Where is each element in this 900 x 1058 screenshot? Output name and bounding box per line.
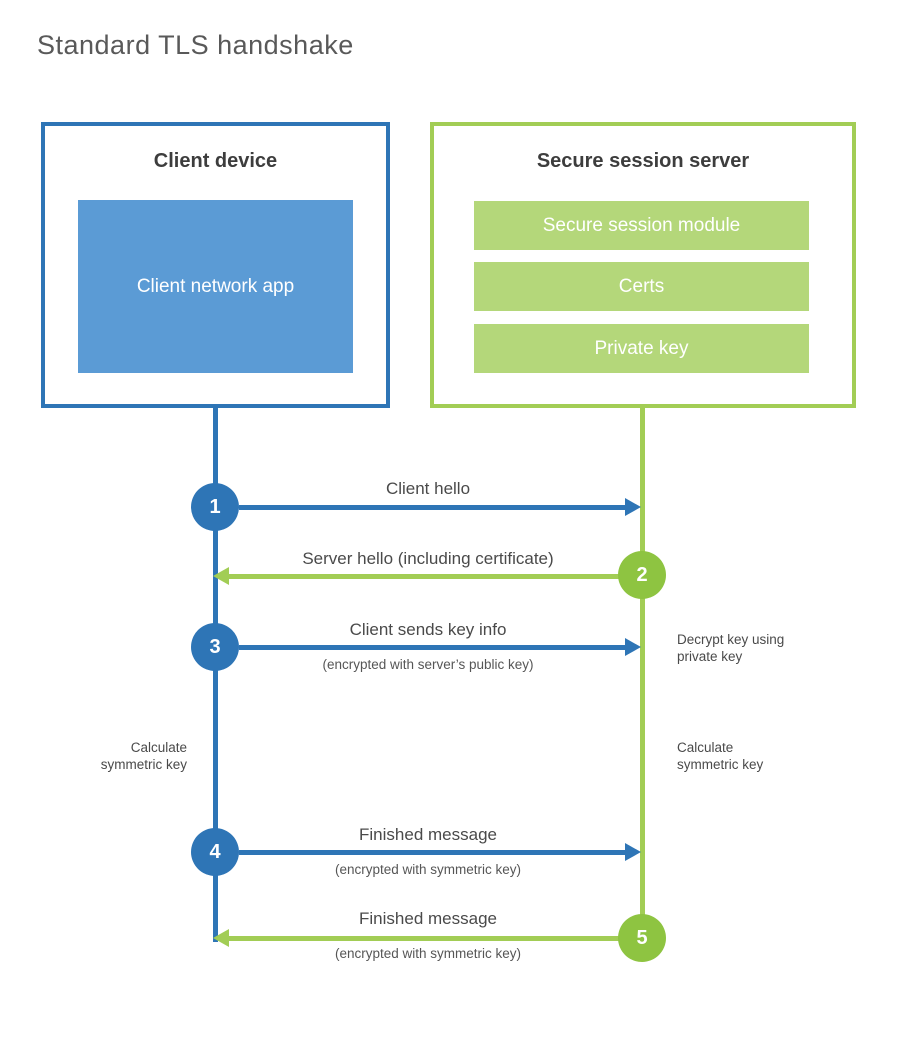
secure-session-server-box: Secure session server Secure session mod…	[430, 122, 856, 408]
server-module-private-key: Private key	[474, 324, 809, 373]
note-calculate-symmetric-key-client: Calculate symmetric key	[100, 740, 187, 773]
step-circle-2: 2	[618, 551, 666, 599]
arrow-head-left-icon	[213, 929, 229, 947]
arrow-line-server-hello	[229, 574, 620, 579]
arrow-line-finished-server	[229, 936, 620, 941]
message-sub-finished-server: (encrypted with symmetric key)	[334, 946, 522, 961]
arrow-head-right-icon	[625, 638, 641, 656]
secure-session-server-heading: Secure session server	[536, 150, 750, 172]
step-circle-3: 3	[191, 623, 239, 671]
note-decrypt-key: Decrypt key using private key	[677, 632, 785, 665]
message-label-client-key-info: Client sends key info	[349, 620, 507, 639]
note-calculate-symmetric-key-server: Calculate symmetric key	[677, 740, 764, 773]
message-label-client-hello: Client hello	[385, 479, 471, 498]
page-title: Standard TLS handshake	[37, 30, 354, 60]
client-network-app-block: Client network app	[78, 200, 353, 373]
arrow-line-client-key-info	[239, 645, 625, 650]
client-device-heading: Client device	[153, 150, 278, 172]
client-device-box: Client device Client network app	[41, 122, 390, 408]
server-lifeline	[640, 406, 645, 938]
step-circle-4: 4	[191, 828, 239, 876]
arrow-line-client-hello	[239, 505, 625, 510]
step-circle-1: 1	[191, 483, 239, 531]
client-lifeline	[213, 406, 218, 942]
arrow-line-finished-client	[239, 850, 625, 855]
message-label-finished-client: Finished message	[359, 825, 497, 844]
server-module-certs: Certs	[474, 262, 809, 311]
step-circle-5: 5	[618, 914, 666, 962]
arrow-head-left-icon	[213, 567, 229, 585]
arrow-head-right-icon	[625, 843, 641, 861]
message-sub-finished-client: (encrypted with symmetric key)	[334, 862, 522, 877]
message-label-finished-server: Finished message	[359, 909, 497, 928]
client-network-app-label: Client network app	[136, 275, 295, 297]
message-label-server-hello: Server hello (including certificate)	[302, 549, 554, 568]
server-module-secure-session-module: Secure session module	[474, 201, 809, 250]
message-sub-client-key-info: (encrypted with server’s public key)	[322, 657, 534, 672]
arrow-head-right-icon	[625, 498, 641, 516]
